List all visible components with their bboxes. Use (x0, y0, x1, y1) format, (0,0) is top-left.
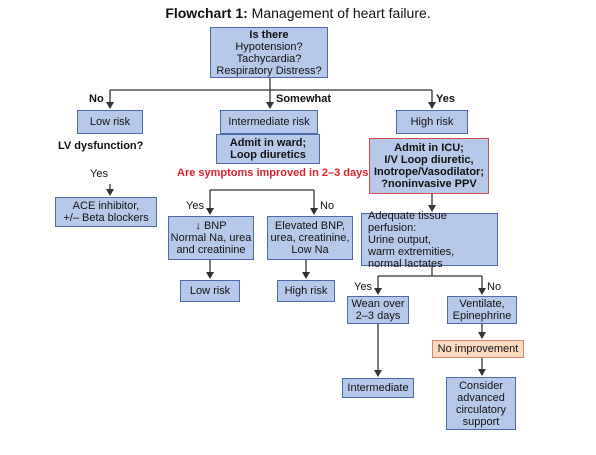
low-risk-2-label: Low risk (189, 285, 231, 297)
node-high-risk: High risk (396, 110, 468, 134)
intermediate-risk-label: Intermediate risk (228, 116, 310, 128)
admit-ward-text: Admit in ward; Loop diuretics (229, 137, 307, 161)
node-perfusion: Adequate tissue perfusion: Urine output,… (361, 210, 498, 270)
title-prefix: Flowchart 1: (165, 5, 248, 21)
node-admit-ward: Admit in ward; Loop diuretics (216, 134, 320, 164)
label-yes-right: Yes (354, 281, 372, 293)
node-consider: Consider advanced circulatory support (446, 377, 516, 430)
label-no-right: No (487, 281, 502, 293)
node-ventilate: Ventilate, Epinephrine (447, 296, 517, 324)
ace-text: ACE inhibitor, +/– Beta blockers (63, 200, 149, 224)
label-no-top: No (89, 93, 104, 105)
root-questions: Hypotension? Tachycardia? Respiratory Di… (216, 40, 322, 77)
ventilate-text: Ventilate, Epinephrine (452, 298, 512, 322)
intermediate-text: Intermediate (347, 382, 409, 394)
label-yes-top: Yes (436, 93, 455, 105)
title-text: Management of heart failure. (251, 5, 431, 21)
node-ace-inhibitor: ACE inhibitor, +/– Beta blockers (55, 197, 157, 227)
node-root: Is there Hypotension? Tachycardia? Respi… (210, 27, 328, 78)
perfusion-text: Adequate tissue perfusion: Urine output,… (368, 209, 455, 270)
bnp-high-text: Elevated BNP, urea, creatinine, Low Na (270, 220, 350, 256)
label-no-mid: No (320, 200, 335, 212)
node-intermediate-risk: Intermediate risk (220, 110, 318, 134)
node-no-improvement: No improvement (432, 340, 524, 358)
label-yes-mid: Yes (186, 200, 204, 212)
high-risk-label: High risk (410, 116, 454, 128)
wean-text: Wean over 2–3 days (351, 298, 405, 322)
label-symptoms-improved: Are symptoms improved in 2–3 days (177, 167, 369, 179)
no-improvement-text: No improvement (437, 343, 519, 355)
node-bnp-high: Elevated BNP, urea, creatinine, Low Na (267, 216, 353, 260)
label-lv-dysfunction: LV dysfunction? (58, 140, 144, 152)
node-low-risk: Low risk (77, 110, 143, 134)
bnp-low-text: ↓ BNP Normal Na, urea and creatinine (170, 220, 252, 256)
label-yes-lv: Yes (90, 168, 108, 180)
figure-title: Flowchart 1: Management of heart failure… (0, 5, 596, 21)
low-risk-label: Low risk (89, 116, 131, 128)
node-wean: Wean over 2–3 days (347, 296, 409, 324)
high-risk-2-label: High risk (284, 285, 328, 297)
node-low-risk-2: Low risk (180, 280, 240, 302)
consider-text: Consider advanced circulatory support (455, 379, 507, 428)
node-bnp-low: ↓ BNP Normal Na, urea and creatinine (168, 216, 254, 260)
label-somewhat: Somewhat (276, 93, 332, 105)
root-heading: Is there (249, 28, 289, 41)
node-high-risk-2: High risk (277, 280, 335, 302)
node-intermediate: Intermediate (342, 378, 414, 398)
node-admit-icu: Admit in ICU; I/V Loop diuretic, Inotrop… (369, 138, 489, 194)
admit-icu-text: Admit in ICU; I/V Loop diuretic, Inotrop… (373, 142, 484, 190)
